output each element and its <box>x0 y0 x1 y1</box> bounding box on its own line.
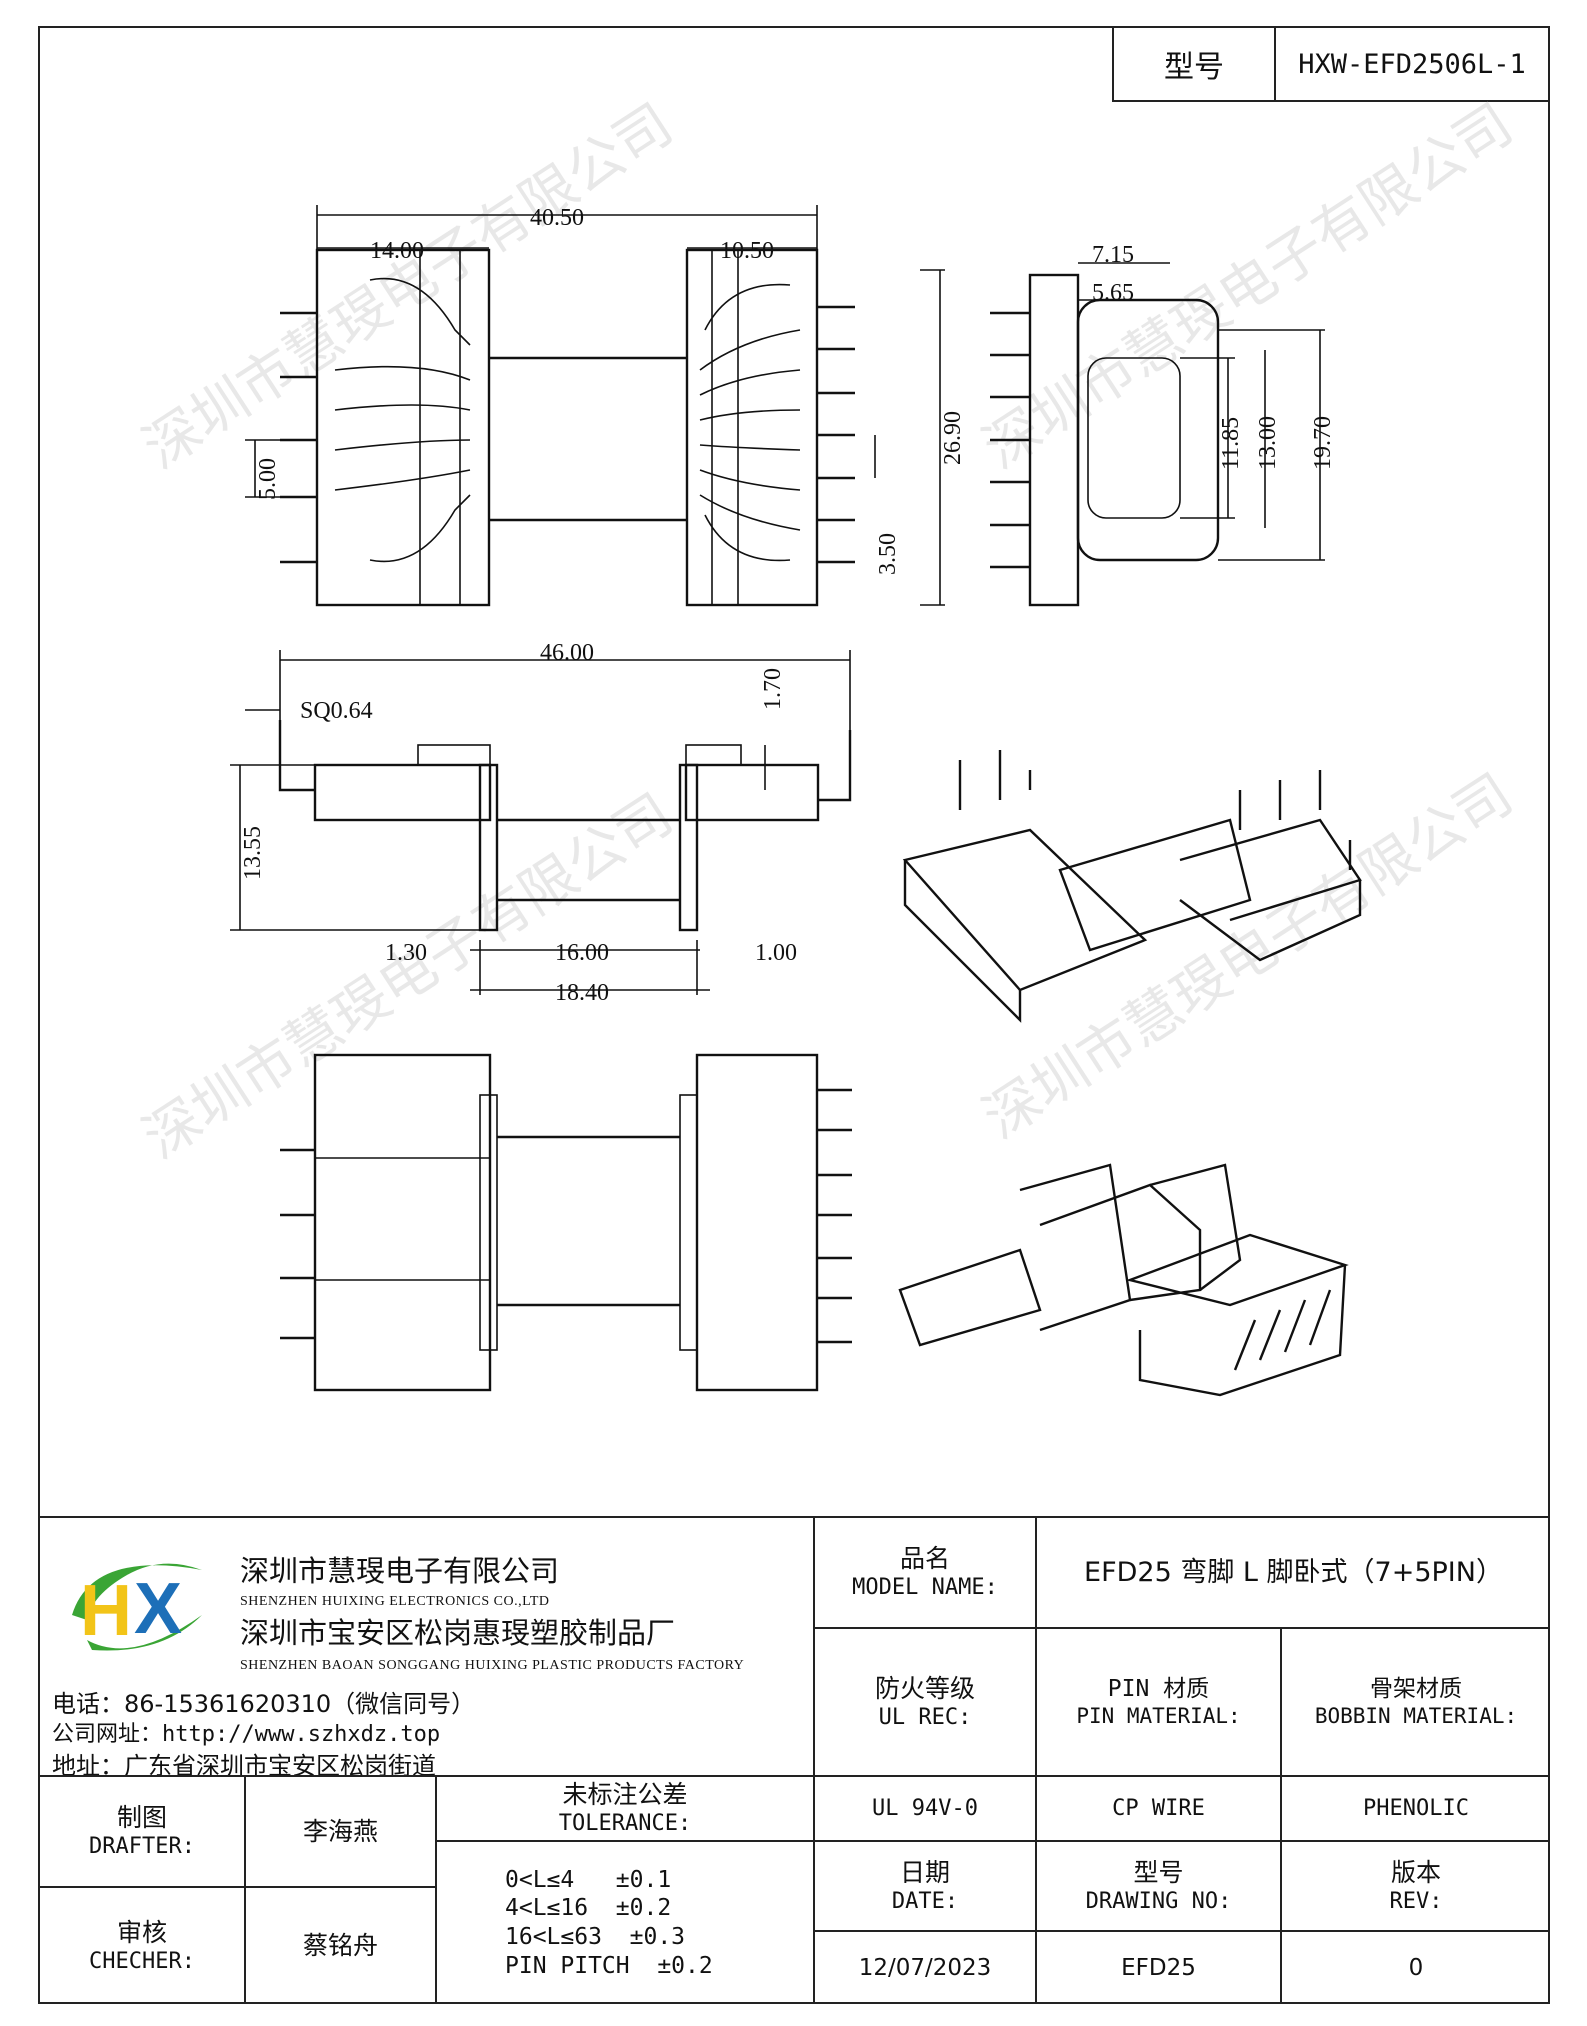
bobbin-material-en: BOBBIN MATERIAL: <box>1314 1704 1518 1729</box>
drawing-no-en: DRAWING NO: <box>1085 1888 1232 1914</box>
model-name-en: MODEL NAME: <box>852 1575 998 1601</box>
tolerance-list: 0<L≤4 ±0.1 4<L≤16 ±0.2 16<L≤63 ±0.3 PIN … <box>437 1842 813 2004</box>
bobbin-material-label: 骨架材质 BOBBIN MATERIAL: <box>1282 1629 1550 1775</box>
front-view: 46.00 SQ0.64 1.70 13.55 1.30 16.00 1.00 … <box>230 640 852 1006</box>
pin-material-value: CP WIRE <box>1112 1795 1205 1821</box>
dim-5-65: 5.65 <box>1092 280 1134 306</box>
tolerance-row-1: 0<L≤4 ±0.1 <box>505 1866 672 1893</box>
watermark-3: 深圳市慧琝电子有限公司 <box>132 782 684 1172</box>
rev-en: REV: <box>1389 1888 1443 1914</box>
dim-5-00: 5.00 <box>255 458 281 500</box>
dim-sq0-64: SQ0.64 <box>300 698 373 724</box>
checker-en: CHECHER: <box>89 1948 195 1974</box>
dim-18-40: 18.40 <box>555 980 609 1006</box>
drawing-no-cn: 型号 <box>1133 1857 1184 1887</box>
factory-name-cn: 深圳市宝安区松岗惠琝塑胶制品厂 <box>240 1616 676 1650</box>
watermark-2: 深圳市慧琝电子有限公司 <box>972 92 1524 482</box>
model-label: 型号 <box>1114 28 1276 100</box>
drawing-no-value: EFD25 <box>1121 1954 1196 1981</box>
dim-40-50: 40.50 <box>530 205 584 231</box>
drafter-name: 李海燕 <box>302 1816 378 1846</box>
company-logo-icon: H X <box>72 1563 202 1651</box>
rev-value: 0 <box>1408 1954 1424 1981</box>
rev-cn: 版本 <box>1390 1857 1441 1887</box>
top-view: 40.50 14.00 10.50 5.00 26.90 3.50 <box>245 205 966 607</box>
grid-h3 <box>813 1840 1550 1842</box>
grid-v3 <box>1280 1627 1282 2004</box>
dim-11-85: 11.85 <box>1218 417 1244 470</box>
model-header: 型号 HXW-EFD2506L-1 <box>1112 26 1550 102</box>
checker-cn: 审核 <box>116 1917 167 1947</box>
bobbin-material-value: PHENOLIC <box>1363 1795 1469 1821</box>
company-phone: 电话：86-15361620310（微信同号） <box>52 1690 476 1718</box>
company-name-en: SHENZHEN HUIXING ELECTRONICS CO.,LTD <box>240 1594 550 1609</box>
dim-1-30: 1.30 <box>385 940 427 966</box>
watermark-4: 深圳市慧琝电子有限公司 <box>972 762 1524 1152</box>
dim-7-15: 7.15 <box>1092 242 1134 268</box>
grid-h1 <box>813 1627 1550 1629</box>
watermark-1: 深圳市慧琝电子有限公司 <box>132 92 684 482</box>
drawing-frame <box>38 26 1550 2004</box>
company-name-cn: 深圳市慧琝电子有限公司 <box>240 1554 560 1588</box>
model-name-label: 品名 MODEL NAME: <box>815 1518 1035 1627</box>
factory-name-en: SHENZHEN BAOAN SONGGANG HUIXING PLASTIC … <box>240 1658 745 1673</box>
tolerance-row-2: 4<L≤16 ±0.2 <box>505 1895 672 1922</box>
ul-rec-label: 防火等级 UL REC: <box>815 1629 1035 1775</box>
bottom-view <box>280 1053 852 1392</box>
dim-3-50: 3.50 <box>875 533 901 575</box>
ul-rec-en: UL REC: <box>878 1704 972 1730</box>
date-value: 12/07/2023 <box>858 1954 992 1981</box>
model-number: HXW-EFD2506L-1 <box>1298 48 1526 80</box>
side-view: 7.15 5.65 11.85 13.00 19.70 <box>990 242 1336 607</box>
drafter-cn: 制图 <box>116 1803 167 1833</box>
grid-h4 <box>813 1930 1550 1932</box>
pin-material-cn: PIN 材质 <box>1107 1675 1210 1702</box>
date-label: 日期 DATE: <box>815 1842 1035 1930</box>
dim-1-00: 1.00 <box>755 940 797 966</box>
ul-value: UL 94V-0 <box>872 1795 978 1821</box>
grid-v2 <box>1035 1516 1037 2004</box>
bobbin-material-cn: 骨架材质 <box>1370 1675 1462 1702</box>
pin-material-en: PIN MATERIAL: <box>1076 1704 1241 1729</box>
title-top-line <box>38 1516 1550 1518</box>
model-name-value: EFD25 弯脚 L 脚卧式（7+5PIN） <box>1084 1556 1503 1588</box>
tolerance-label: 未标注公差 TOLERANCE: <box>437 1777 813 1840</box>
grid-v5 <box>435 1775 437 2004</box>
dim-1-70: 1.70 <box>760 668 786 710</box>
dim-19-70: 19.70 <box>1310 416 1336 470</box>
tolerance-row-3: 16<L≤63 ±0.3 <box>505 1924 686 1950</box>
dim-13-00: 13.00 <box>1255 416 1281 470</box>
dim-10-50: 10.50 <box>720 238 774 264</box>
tolerance-en: TOLERANCE: <box>558 1811 692 1837</box>
dim-13-55: 13.55 <box>240 826 266 880</box>
grid-h6 <box>435 1840 813 1842</box>
grid-h2 <box>38 1775 1550 1777</box>
dim-26-90: 26.90 <box>940 411 966 465</box>
technical-drawing: 深圳市慧琝电子有限公司 深圳市慧琝电子有限公司 深圳市慧琝电子有限公司 深圳市慧… <box>132 92 1524 1397</box>
svg-text:X: X <box>134 1569 182 1649</box>
isometric-view-bottom <box>898 1163 1349 1397</box>
tolerance-row-4: PIN PITCH ±0.2 <box>505 1952 713 1979</box>
dim-14-00: 14.00 <box>370 238 424 264</box>
company-website: 公司网址：http://www.szhxdz.top <box>52 1722 441 1747</box>
model-name-cn: 品名 <box>899 1544 950 1574</box>
svg-text:H: H <box>80 1571 132 1651</box>
dim-16-00: 16.00 <box>555 940 609 966</box>
rev-label: 版本 REV: <box>1282 1842 1550 1930</box>
tolerance-cn: 未标注公差 <box>562 1780 688 1810</box>
ul-rec-cn: 防火等级 <box>874 1673 975 1703</box>
date-en: DATE: <box>891 1888 959 1914</box>
checker-name: 蔡铭舟 <box>302 1931 378 1961</box>
drafter-label: 制图 DRAFTER: <box>40 1777 244 1886</box>
date-cn: 日期 <box>899 1857 950 1887</box>
drawing-no-label: 型号 DRAWING NO: <box>1037 1842 1280 1930</box>
drafter-en: DRAFTER: <box>89 1834 195 1860</box>
grid-v1 <box>813 1516 815 2004</box>
isometric-view-top <box>902 750 1362 1023</box>
checker-label: 审核 CHECHER: <box>40 1888 244 2004</box>
pin-material-label: PIN 材质 PIN MATERIAL: <box>1037 1629 1280 1775</box>
grid-v4 <box>244 1775 246 2004</box>
dim-46-00: 46.00 <box>540 640 594 666</box>
grid-h5 <box>38 1886 435 1888</box>
